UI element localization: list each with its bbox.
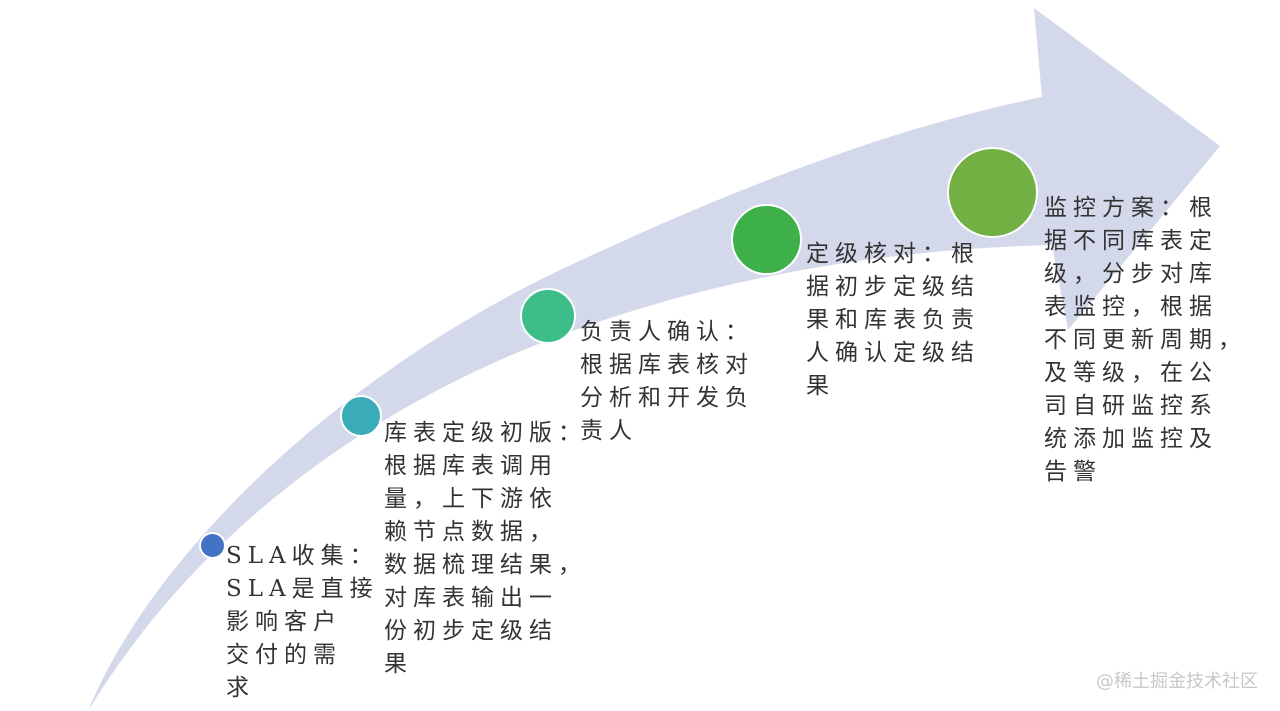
step-line: 根据库表核对 <box>580 352 754 378</box>
step-line: 果 <box>806 373 835 399</box>
step-line: 及等级，在公 <box>1044 360 1218 386</box>
step-line: 根据库表调用 <box>384 453 558 479</box>
step-line: 司自研监控系 <box>1044 393 1218 419</box>
step-line: 级，分步对库 <box>1044 261 1218 287</box>
step-line: 统添加监控及 <box>1044 426 1218 452</box>
step-line: 数据梳理结果， <box>384 552 587 578</box>
step-line: 人确认定级结 <box>806 340 980 366</box>
step-line: 量，上下游依 <box>384 486 558 512</box>
step-line: 果和库表负责 <box>806 307 980 333</box>
step-line: 交付的需 <box>226 642 342 668</box>
step-line: 果 <box>384 651 413 677</box>
step-line: 份初步定级结 <box>384 618 558 644</box>
step-line: 对库表输出一 <box>384 585 558 611</box>
step-3-text: 负责人确认： 根据库表核对分析和开发负责人 <box>580 316 754 448</box>
step-5-marker <box>947 147 1038 238</box>
step-line: 据不同库表定 <box>1044 228 1218 254</box>
step-line: 负责人确认： <box>580 319 754 345</box>
step-4-text: 定级核对：根据初步定级结果和库表负责人确认定级结果 <box>806 238 980 403</box>
watermark: @稀土掘金技术社区 <box>1096 671 1258 692</box>
step-line: 不同更新周期， <box>1044 327 1247 353</box>
step-1-marker <box>199 532 226 559</box>
step-line: 责人 <box>580 418 638 444</box>
step-1-text: SLA收集： SLA是直接影响客户交付的需求 <box>226 540 379 705</box>
step-2-text: 库表定级初版： 根据库表调用量，上下游依赖节点数据， 数据梳理结果， 对库表输出一份初… <box>384 417 587 681</box>
step-line: 表监控，根据 <box>1044 294 1218 320</box>
step-2-marker <box>340 395 382 437</box>
step-line: 告警 <box>1044 459 1102 485</box>
step-5-text: 监控方案：根据不同库表定级，分步对库表监控，根据不同更新周期， 及等级，在公司自研… <box>1044 192 1247 489</box>
step-line: 赖节点数据， <box>384 519 558 545</box>
step-line: 监控方案：根 <box>1044 195 1218 221</box>
step-line: 库表定级初版： <box>384 420 587 446</box>
step-line: 求 <box>226 675 255 701</box>
step-line: 影响客户 <box>226 609 342 635</box>
step-3-marker <box>520 288 576 344</box>
step-4-marker <box>731 204 802 275</box>
step-line: 定级核对：根 <box>806 241 980 267</box>
step-line: 分析和开发负 <box>580 385 754 411</box>
step-line: 据初步定级结 <box>806 274 980 300</box>
step-line: SLA是直接 <box>226 576 379 602</box>
step-line: SLA收集： <box>226 543 379 569</box>
arrow-shape <box>88 8 1220 711</box>
